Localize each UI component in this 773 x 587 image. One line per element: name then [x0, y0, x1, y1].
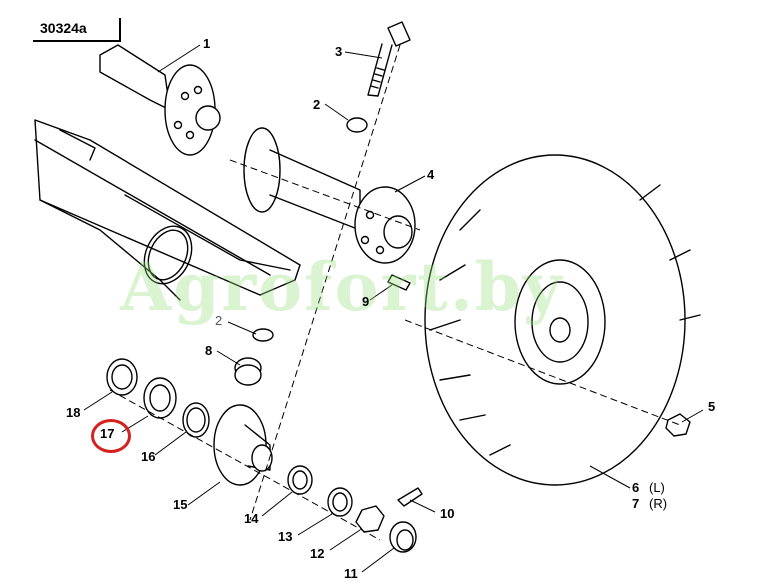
callout-6[interactable]: 6 [632, 480, 640, 495]
ring-14 [287, 465, 313, 495]
callout-4[interactable]: 4 [427, 167, 435, 182]
callout-8[interactable]: 8 [205, 343, 213, 358]
castle-nut-12 [355, 505, 385, 533]
callout-12[interactable]: 12 [310, 546, 325, 561]
hub-assembly-4 [243, 127, 416, 264]
callout-13[interactable]: 13 [278, 529, 293, 544]
hub-assembly-1 [99, 44, 221, 156]
watermark: Agrofort.by [120, 248, 564, 326]
callout-16[interactable]: 16 [141, 449, 156, 464]
axis-lines [109, 44, 681, 541]
cone-washer-2-top [346, 117, 368, 133]
diagram-ref: 30324a [40, 20, 87, 36]
callout-3[interactable]: 3 [335, 44, 343, 59]
callout-11[interactable]: 11 [344, 566, 358, 581]
leader-lines [83, 44, 704, 573]
callout-5[interactable]: 5 [708, 399, 716, 414]
bearing-17 [143, 377, 177, 419]
bearing-13 [327, 487, 353, 517]
hub-cap-11 [389, 521, 417, 553]
ring-16 [182, 402, 210, 438]
callout-7-side: (R) [649, 496, 668, 511]
callout-15[interactable]: 15 [173, 497, 188, 512]
seal-18 [106, 358, 138, 396]
callout-9[interactable]: 9 [362, 294, 370, 309]
stud-bolt-3 [367, 21, 411, 97]
callout-18[interactable]: 18 [66, 405, 81, 420]
callout-2-top[interactable]: 2 [313, 97, 321, 112]
hub-15 [213, 404, 273, 486]
callout-14[interactable]: 14 [244, 511, 259, 526]
axle-housing [34, 119, 301, 301]
callout-1[interactable]: 1 [203, 36, 211, 51]
callout-7[interactable]: 7 [632, 496, 640, 511]
wheel-6-7 [424, 154, 701, 486]
callout-10[interactable]: 10 [440, 506, 455, 521]
callout-17[interactable]: 17 [100, 426, 115, 441]
callout-6-side: (L) [649, 480, 665, 495]
cone-washer-2-lower [252, 328, 274, 342]
highlight-circle [91, 419, 131, 453]
cotter-pin-10 [397, 487, 423, 507]
wheel-nut-8 [234, 357, 262, 386]
lug-nut-5 [665, 413, 691, 437]
diagram-ref-box [33, 18, 121, 42]
callout-2-lower[interactable]: 2 [215, 313, 223, 328]
stud-9 [387, 274, 411, 291]
